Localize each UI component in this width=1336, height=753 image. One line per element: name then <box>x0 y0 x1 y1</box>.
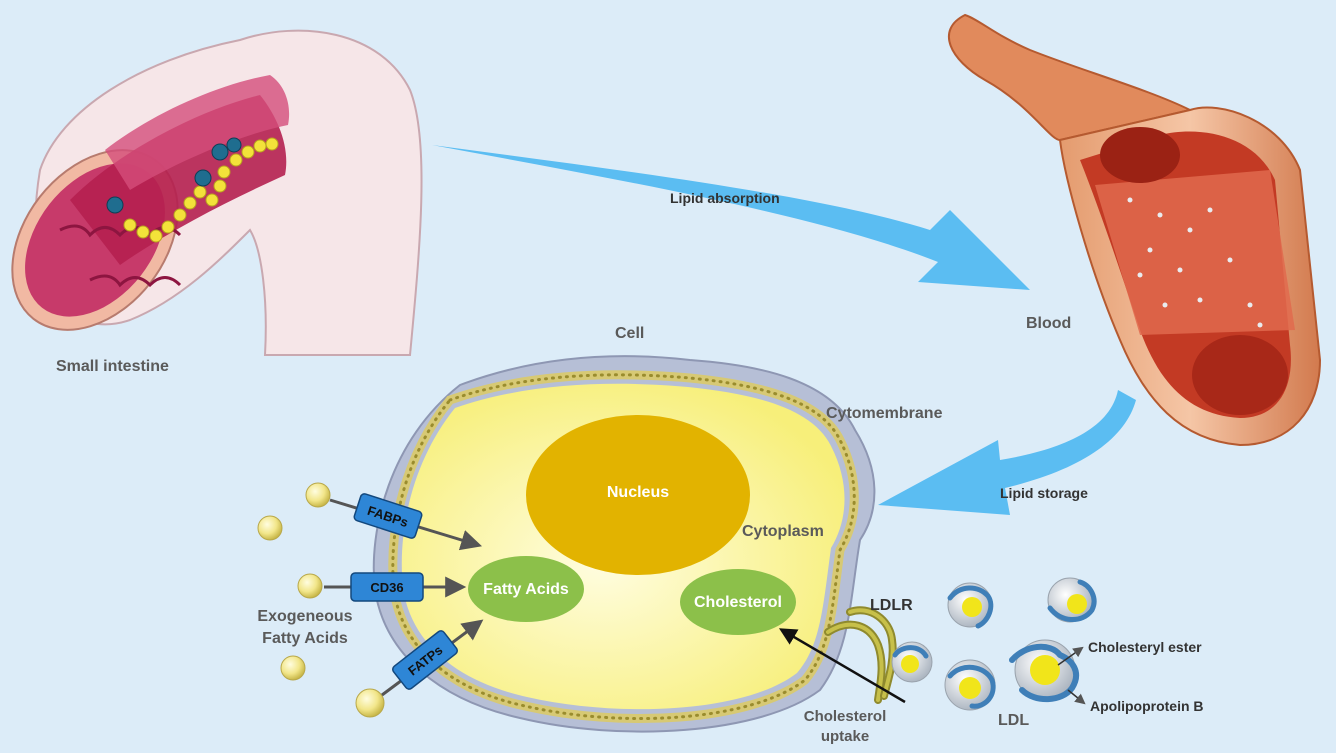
ldl-particle <box>944 659 996 711</box>
cd36-transporter: CD36 <box>350 572 424 602</box>
cholesteryl-ester-pointer <box>1057 646 1084 666</box>
cholesterol-uptake-label-line1: Cholesterol <box>804 708 887 725</box>
fabps-transporter: FABPs <box>353 493 423 539</box>
ldl-particles <box>891 577 1097 711</box>
fatps-transporter: FATPs <box>392 630 458 690</box>
lipid-absorption-arrow <box>432 145 1030 290</box>
ldl-label: LDL <box>998 712 1029 729</box>
ldl-particle <box>947 582 994 629</box>
exogenous-label-line1: Exogeneous <box>257 608 352 625</box>
blood-label: Blood <box>1026 315 1071 332</box>
fatty-acids-label: Fatty Acids <box>483 581 569 598</box>
cytomembrane-label: Cytomembrane <box>826 405 943 422</box>
lipid-chain <box>106 137 279 243</box>
cholesterol-organelle <box>680 569 796 635</box>
ldlr-label: LDLR <box>870 597 913 614</box>
blood-vessel-illustration <box>947 13 1322 447</box>
exogenous-fatty-acid-balls <box>257 482 385 718</box>
lipid-storage-arrow <box>878 390 1136 515</box>
small-intestine-illustration <box>11 29 423 356</box>
cytoplasm-label: Cytoplasm <box>742 523 824 540</box>
cell: Nucleus Fatty Acids Cholesterol <box>372 355 876 733</box>
cd36-label: CD36 <box>370 580 403 595</box>
fatty-acids-organelle <box>468 556 584 622</box>
nucleus <box>526 415 750 575</box>
cholesterol-uptake-label-line2: uptake <box>821 728 869 745</box>
cholesterol-label: Cholesterol <box>694 594 782 611</box>
exogenous-label-line2: Fatty Acids <box>262 630 348 647</box>
ldlr-receptor <box>824 606 897 704</box>
lipid-storage-label: Lipid storage <box>1000 485 1088 501</box>
ldl-particle <box>1047 577 1097 623</box>
cholesterol-uptake-arrow <box>778 628 906 704</box>
ldl-particle <box>891 641 933 683</box>
cholesteryl-ester-label: Cholesteryl ester <box>1088 639 1202 655</box>
lipid-absorption-label: Lipid absorption <box>670 190 780 206</box>
apolipoprotein-b-label: Apolipoprotein B <box>1090 698 1204 714</box>
cell-label: Cell <box>615 325 644 342</box>
nucleus-label: Nucleus <box>607 484 669 501</box>
apolipoprotein-b-pointer <box>1067 689 1086 705</box>
ldl-particle-large <box>1009 639 1080 703</box>
small-intestine-label: Small intestine <box>56 358 169 375</box>
